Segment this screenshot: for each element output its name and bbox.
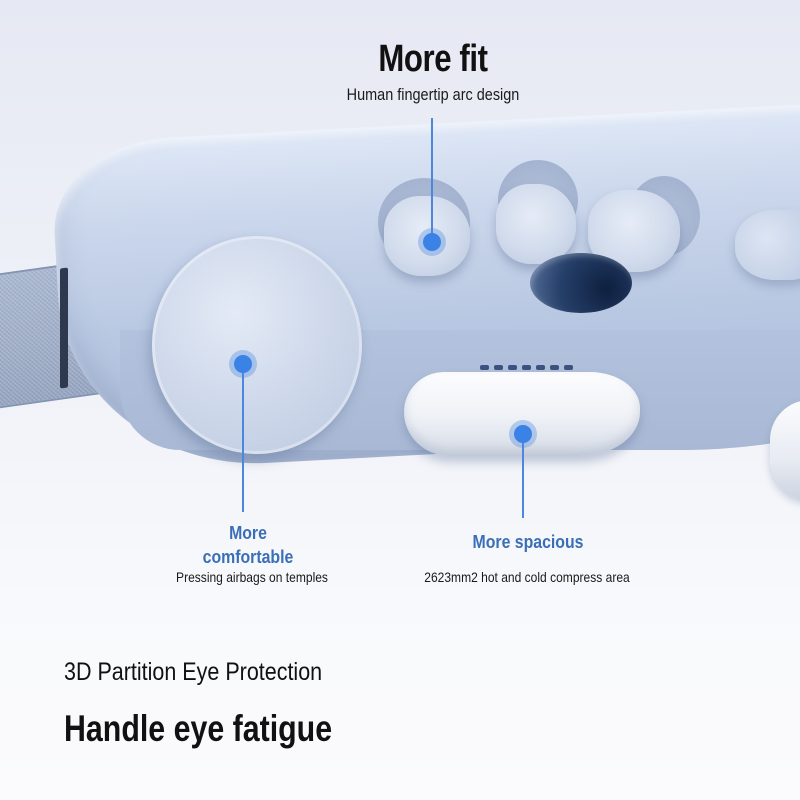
vent-slot [536, 365, 545, 370]
nose-vent [530, 253, 632, 313]
callout-title-fit: More fit [378, 38, 488, 80]
callout-desc-spacious: 2623mm2 hot and cold compress area [424, 569, 630, 585]
vent-slot [480, 365, 489, 370]
leader-line-top [431, 118, 433, 236]
vent-slot [564, 365, 573, 370]
callout-title-line1: More [229, 523, 267, 543]
section-heading: Handle eye fatigue [64, 708, 333, 749]
marker-dot-left [229, 350, 257, 378]
callout-title-comfortable: More comfortable [178, 521, 319, 569]
callout-title-line2: comfortable [202, 547, 294, 567]
section-subheading: 3D Partition Eye Protection [64, 658, 323, 686]
callout-title-spacious: More spacious [472, 532, 584, 552]
massage-nub-2 [496, 184, 576, 264]
callout-desc-comfortable: Pressing airbags on temples [176, 569, 328, 585]
leader-line-right [522, 440, 524, 518]
callout-subtitle-fit: Human fingertip arc design [346, 85, 520, 104]
vent-slot [494, 365, 503, 370]
marker-dot-right [509, 420, 537, 448]
temple-airbag [152, 236, 362, 454]
leader-line-left [242, 372, 244, 512]
vent-slot [550, 365, 559, 370]
strap-slot [60, 267, 68, 389]
marker-dot-top [418, 228, 446, 256]
vent-slot [522, 365, 531, 370]
vent-slot [508, 365, 517, 370]
massage-nub-4 [735, 210, 800, 280]
